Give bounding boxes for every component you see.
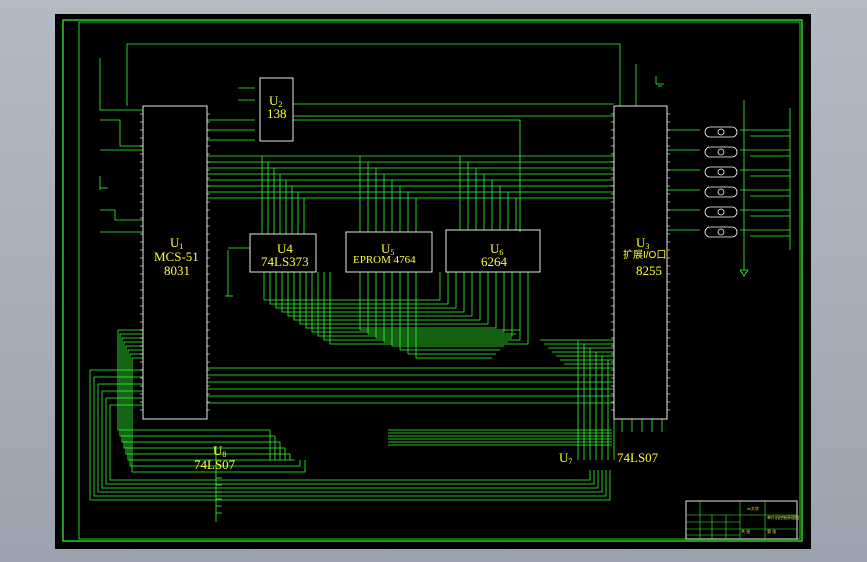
wire: [123, 341, 286, 460]
outer-frame: [62, 19, 803, 542]
u5-part: EPROM 4764: [353, 254, 416, 266]
wire: [117, 329, 271, 460]
wire: [119, 333, 276, 460]
led-symbol: [704, 126, 738, 138]
led-symbol: [704, 166, 738, 178]
wire: [317, 272, 513, 337]
wire: [293, 272, 481, 321]
u7-part: 74LS07: [617, 450, 659, 465]
wire: [305, 272, 497, 329]
led-lens: [717, 148, 725, 156]
chip-u2-body: [259, 77, 294, 142]
wire: [121, 337, 281, 460]
chip-u6-body: [445, 229, 541, 273]
chip-u4-body: [249, 233, 317, 273]
u5-ref: U5: [381, 241, 395, 257]
u1-ref: U1: [170, 235, 184, 251]
wire: [293, 119, 521, 232]
wire: [263, 272, 441, 301]
title-block-box: [685, 500, 798, 540]
led-lens: [717, 188, 725, 196]
title-block-sheets-total: 共 张: [741, 529, 751, 534]
u3-part: 8255: [636, 263, 662, 278]
u3-name: 扩展I/O口: [623, 250, 667, 261]
wire: [129, 353, 301, 467]
u2-ref: U2: [269, 93, 283, 109]
wire: [287, 272, 473, 317]
u6-part: 6264: [481, 254, 507, 269]
wire: [329, 272, 529, 345]
title-block-sheet-number: 第 张: [767, 529, 777, 534]
wire: [93, 376, 607, 497]
led-symbol: [704, 146, 738, 158]
title-block-grid: [686, 501, 797, 539]
wire: [89, 369, 611, 501]
title-block-school: xx大学: [747, 506, 759, 511]
led-array: [704, 126, 738, 238]
led-lens: [717, 228, 725, 236]
inner-frame: [78, 21, 801, 540]
led-lens: [717, 208, 725, 216]
title-block-drawing-title: 单片机控制原理图: [767, 515, 799, 520]
wire: [281, 272, 465, 313]
wire: [127, 349, 295, 461]
wire: [100, 119, 143, 147]
u3-ref: U3: [636, 235, 650, 251]
u8-part: 74LS07: [194, 457, 236, 472]
wire: [125, 345, 291, 460]
u1-name: MCS-51: [154, 249, 199, 264]
pin-ticks: [140, 113, 670, 411]
led-lens: [717, 128, 725, 136]
led-symbol: [704, 186, 738, 198]
u4-part: 74LS373: [261, 254, 309, 269]
wire: [126, 43, 621, 106]
wire-net: [89, 43, 791, 522]
wire: [105, 397, 595, 485]
chip-u5-body: [345, 231, 433, 273]
u8-ref: U8: [213, 443, 227, 459]
u1-part: 8031: [164, 263, 190, 278]
wire: [275, 272, 457, 309]
u4-ref: U4: [277, 241, 293, 256]
schematic-drawing: [62, 19, 803, 542]
chip-u3-body: [613, 105, 668, 420]
u2-part: 138: [267, 106, 287, 121]
chip-outlines: [142, 77, 798, 540]
u6-ref: U6: [490, 241, 504, 257]
led-symbol: [704, 206, 738, 218]
wire: [228, 247, 251, 255]
led-symbol: [704, 226, 738, 238]
wire: [299, 272, 489, 325]
wire: [269, 272, 449, 305]
ground-symbols: [100, 83, 749, 297]
wire: [99, 58, 143, 111]
led-lens: [717, 168, 725, 176]
wire: [109, 404, 591, 481]
wire: [97, 383, 603, 493]
wire: [101, 390, 599, 489]
wire: [323, 272, 521, 341]
wire: [100, 209, 143, 221]
ground-symbol: [739, 269, 749, 277]
schematic-sheet[interactable]: U1 MCS-51 8031 U2 138 U4 74LS373 U5 EPRO…: [55, 14, 811, 549]
u7-ref: U7: [559, 450, 573, 466]
wire: [131, 357, 306, 473]
chip-u1-body: [142, 105, 208, 420]
